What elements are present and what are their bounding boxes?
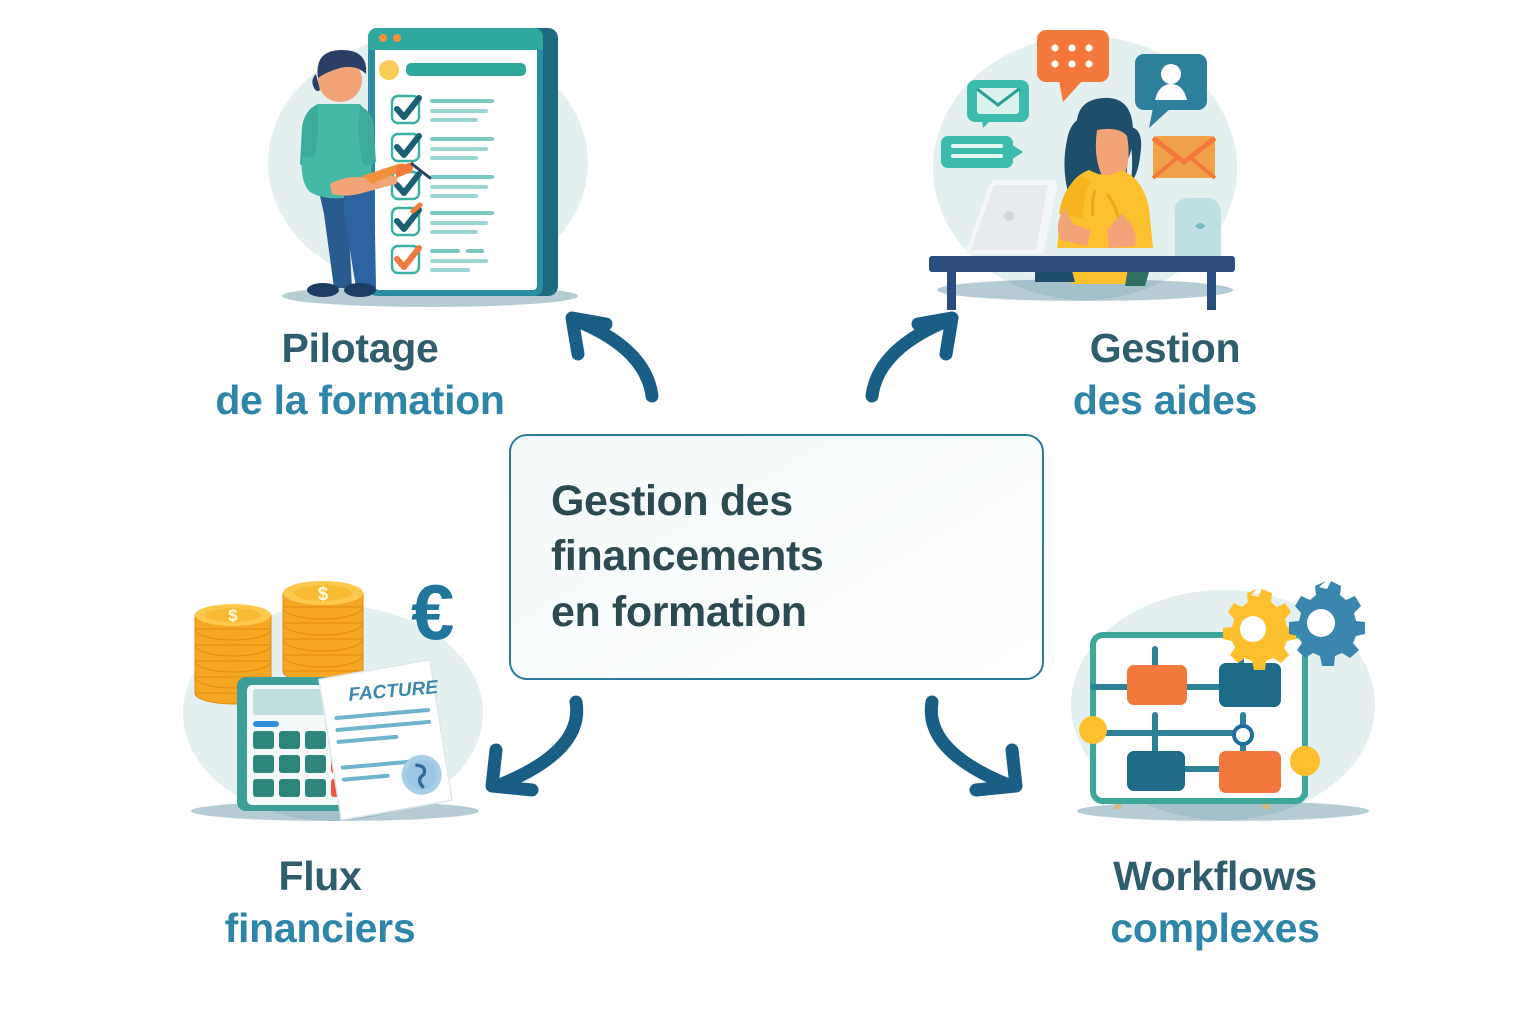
dollar-symbol-right: $ — [318, 584, 329, 605]
workflow-dot-right — [1290, 746, 1320, 776]
gear-yellow-icon — [1223, 589, 1296, 670]
label-aides-line1: Gestion — [1089, 325, 1241, 371]
invoice-document: FACTURE — [318, 658, 453, 821]
workflow-node-blue-1 — [1219, 663, 1281, 707]
arrow-to-flux — [466, 686, 596, 811]
workflow-node-orange-1 — [1127, 665, 1187, 705]
envelope-bubble-icon — [967, 80, 1029, 128]
checklist-illustration — [250, 8, 595, 308]
chat-bubble-icon — [1037, 30, 1109, 102]
support-illustration — [925, 18, 1245, 310]
label-flux-line1: Flux — [278, 853, 362, 899]
mail-icon — [1151, 136, 1217, 180]
contact-bubble-icon — [1135, 54, 1207, 128]
center-title: Gestion des financements en formation — [551, 477, 824, 636]
gear-blue-icon — [1289, 581, 1365, 666]
label-pilotage-line1: Pilotage — [281, 325, 439, 371]
label-pilotage: Pilotage de la formation — [150, 322, 570, 427]
label-workflows-line1: Workflows — [1113, 853, 1317, 899]
dollar-symbol-left: $ — [228, 606, 238, 625]
coin-stack-right: $ — [282, 581, 364, 684]
workflow-node-orange-2 — [1219, 751, 1281, 793]
workflow-node-blue-2 — [1127, 751, 1185, 791]
label-pilotage-line2: de la formation — [215, 377, 505, 424]
euro-symbol: € — [411, 568, 454, 656]
label-workflows-line2: complexes — [1110, 905, 1320, 952]
workflow-illustration — [1055, 565, 1385, 830]
arrow-to-aides — [856, 296, 976, 411]
label-aides: Gestion des aides — [1000, 322, 1330, 427]
arrow-to-pilotage — [548, 296, 668, 411]
label-workflows: Workflows complexes — [1040, 850, 1390, 955]
message-lines-bubble-icon — [941, 136, 1023, 168]
arrow-to-workflows — [914, 686, 1044, 811]
label-aides-line2: des aides — [1072, 377, 1258, 424]
center-concept-box: Gestion des financements en formation — [509, 434, 1044, 680]
workflow-dot-left — [1079, 716, 1107, 744]
label-flux: Flux financiers — [160, 850, 480, 955]
label-flux-line2: financiers — [224, 905, 416, 952]
finance-illustration: € $ — [175, 565, 505, 830]
workflow-connector-node — [1232, 724, 1254, 746]
